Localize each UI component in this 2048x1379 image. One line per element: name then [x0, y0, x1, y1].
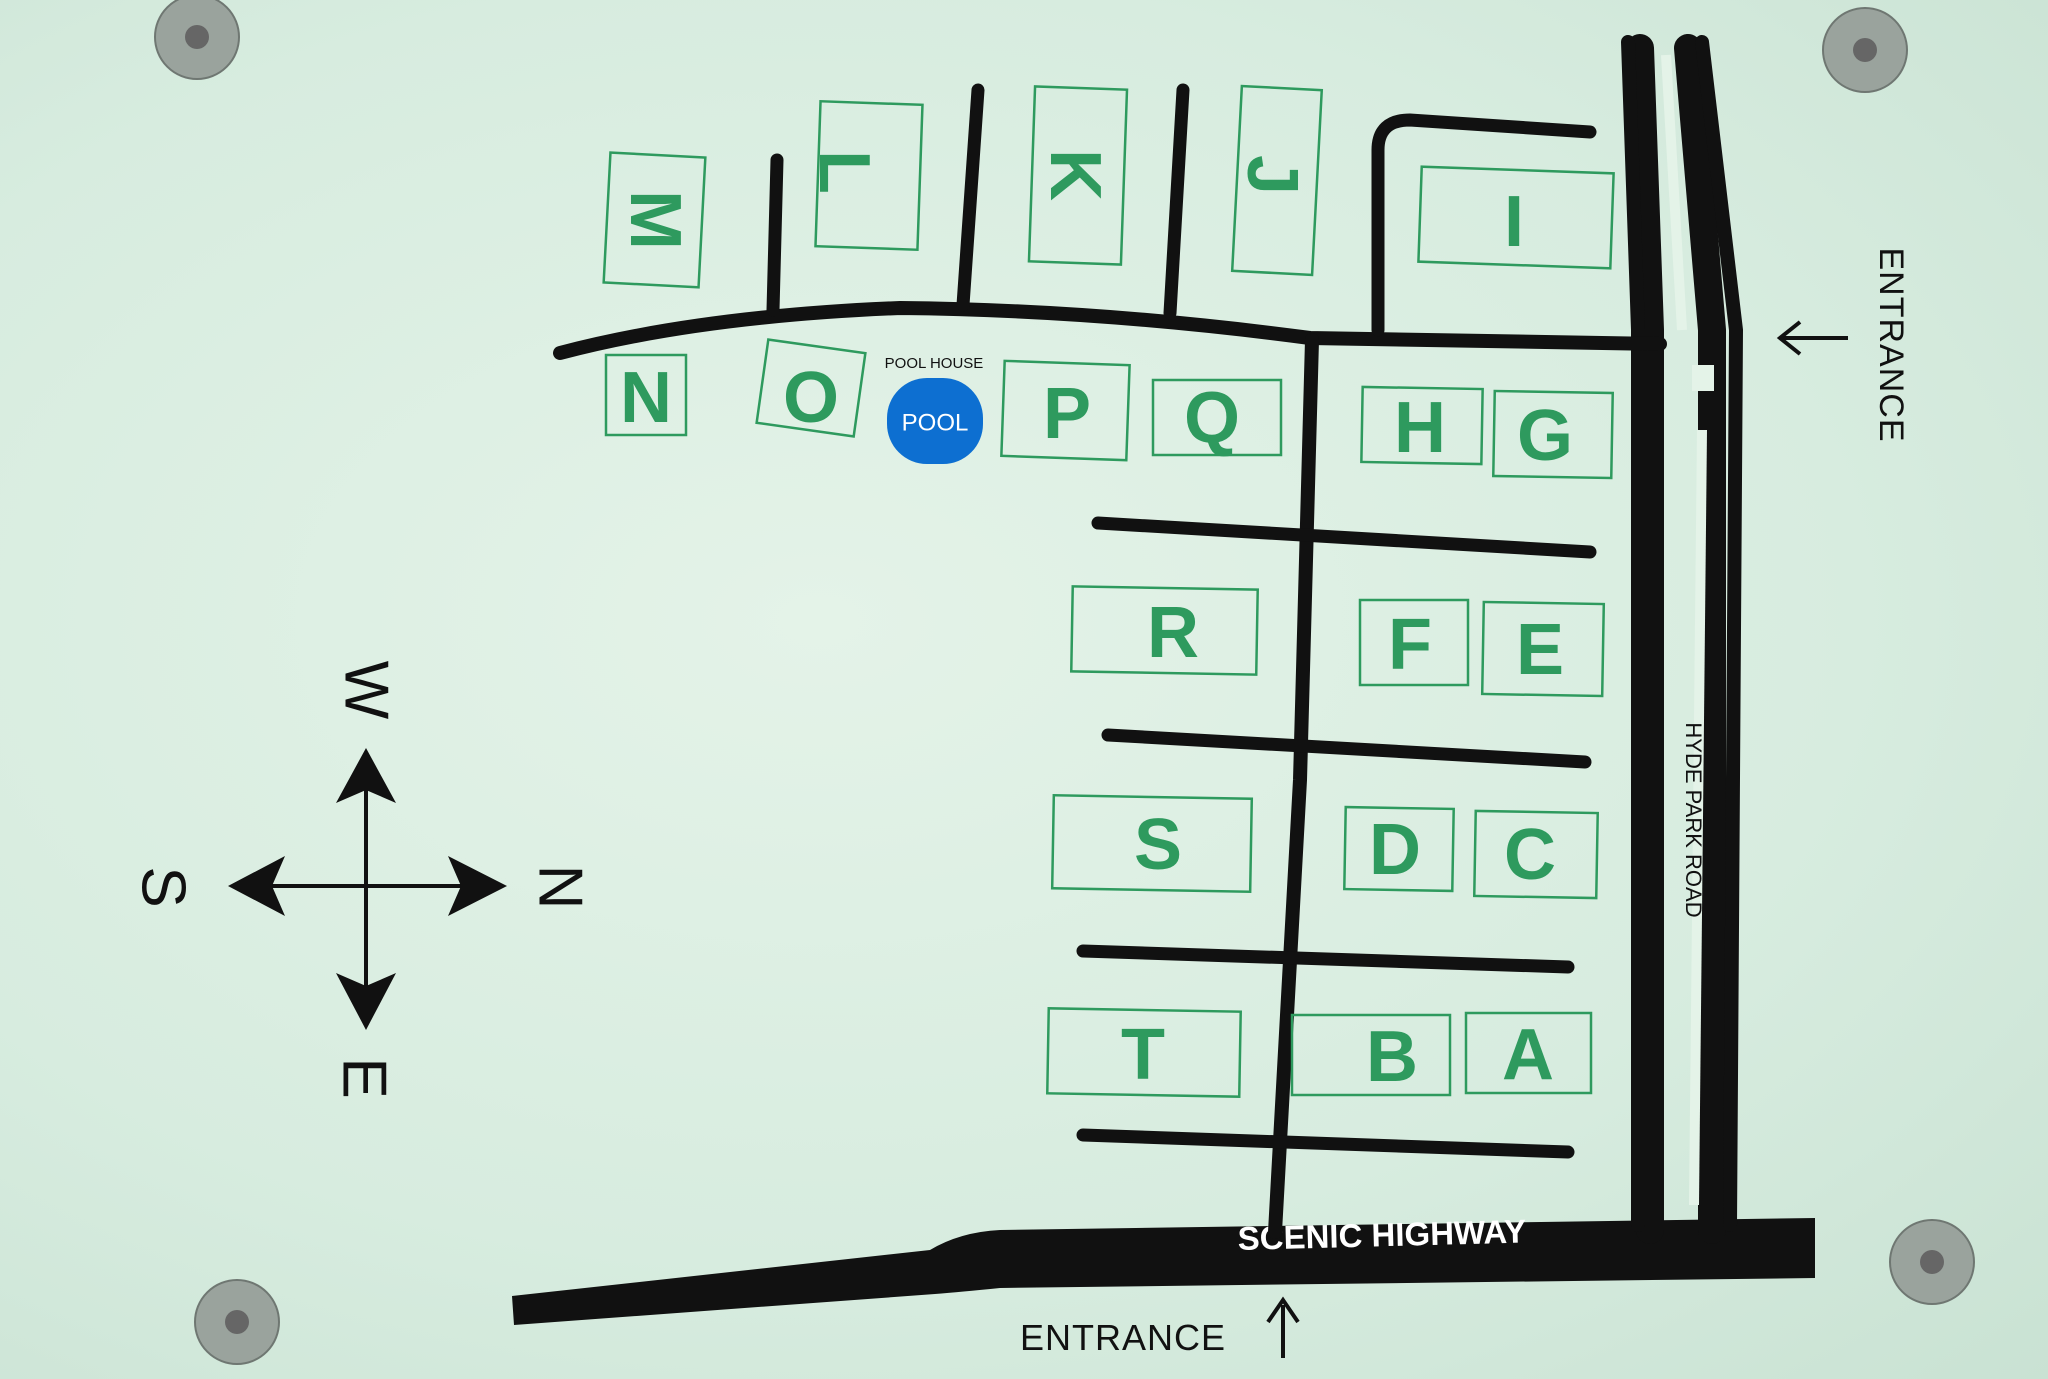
hyde-park-road-west-lane [1626, 34, 1664, 1244]
svg-text:E: E [1516, 610, 1564, 690]
svg-text:J: J [1232, 155, 1312, 195]
building-o: O [755, 338, 867, 438]
pool-label: POOL [902, 410, 969, 437]
svg-text:R: R [1147, 593, 1199, 673]
cross-street-4 [1076, 1128, 1575, 1159]
svg-text:M: M [615, 190, 695, 250]
svg-text:K: K [1035, 149, 1115, 201]
compass-east-label: E [330, 1057, 399, 1098]
building-j: J [1230, 84, 1324, 277]
cross-street-2 [1101, 728, 1592, 769]
scenic-highway-road [512, 1218, 1815, 1325]
main-access-road [553, 300, 1667, 360]
hyde-park-road-outer-east [1695, 35, 1744, 1232]
mounting-bolt-icon [1822, 7, 1908, 93]
building-f: F [1358, 598, 1470, 687]
pool: POOL [887, 378, 983, 464]
svg-text:G: G [1517, 396, 1573, 476]
svg-text:C: C [1504, 815, 1556, 895]
building-r: R [1069, 585, 1259, 676]
mounting-bolt-icon [154, 0, 240, 80]
building-g: G [1492, 389, 1615, 480]
building-q: Q [1151, 378, 1283, 458]
pool-icon [887, 378, 983, 464]
svg-text:P: P [1043, 374, 1091, 454]
pool-house-label: POOL HOUSE [885, 355, 984, 372]
building-t: T [1045, 1007, 1242, 1098]
compass-south-label: S [129, 866, 198, 907]
building-e: E [1480, 600, 1606, 698]
svg-text:T: T [1121, 1015, 1165, 1095]
spur-road-m-l [766, 153, 784, 317]
scenic-highway-label: SCENIC HIGHWAY [1237, 1212, 1526, 1257]
building-s: S [1050, 794, 1254, 893]
hyde-park-road-outer [1621, 35, 1645, 1232]
svg-text:H: H [1394, 388, 1446, 468]
south-entrance-label: ENTRANCE [1020, 1317, 1226, 1358]
svg-text:S: S [1134, 805, 1182, 885]
svg-text:B: B [1366, 1017, 1418, 1097]
building-c: C [1472, 809, 1599, 900]
building-n: N [604, 353, 688, 438]
hyde-park-median-strip-south [1689, 429, 1707, 1206]
cross-street-3 [1076, 944, 1575, 974]
median-crossing [1692, 365, 1714, 391]
svg-text:F: F [1388, 605, 1432, 685]
spur-road-l-k [956, 83, 985, 312]
building-l: L [804, 99, 924, 252]
arrow-up-icon [1266, 1296, 1300, 1358]
building-k: K [1027, 85, 1129, 266]
cross-street-1 [1091, 516, 1597, 559]
building-m: M [602, 151, 707, 289]
compass-west-label: W [332, 661, 401, 720]
central-north-south-road [1268, 333, 1319, 1239]
hyde-park-road-label: HYDE PARK ROAD [1681, 722, 1706, 917]
building-a: A [1464, 1011, 1593, 1095]
svg-text:N: N [620, 358, 672, 438]
svg-text:A: A [1502, 1015, 1554, 1095]
svg-text:Q: Q [1184, 378, 1240, 458]
svg-text:I: I [1504, 182, 1524, 262]
compass-arrows-icon [228, 748, 507, 1030]
south-entrance: ENTRANCE [1020, 1296, 1300, 1358]
compass-rose: W E S N [129, 661, 595, 1099]
svg-text:L: L [804, 150, 884, 194]
building-h: H [1360, 385, 1484, 468]
hyde-park-median-strip [1661, 54, 1687, 331]
arrow-left-icon [1776, 320, 1848, 356]
svg-text:D: D [1369, 810, 1421, 890]
east-entrance: ENTRANCE [1776, 247, 1910, 443]
mounting-bolt-icon [1889, 1219, 1975, 1305]
building-b: B [1290, 1013, 1452, 1097]
spur-road-i [1371, 113, 1597, 337]
building-p: P [1000, 359, 1131, 462]
hyde-park-road-east-lane [1674, 34, 1726, 1244]
building-i: I [1417, 165, 1615, 270]
svg-text:O: O [783, 358, 839, 438]
east-entrance-label: ENTRANCE [1872, 247, 1910, 442]
spur-road-k-j [1163, 83, 1190, 320]
compass-north-label: N [526, 865, 595, 910]
building-d: D [1343, 805, 1455, 893]
mounting-bolt-icon [194, 1279, 280, 1365]
